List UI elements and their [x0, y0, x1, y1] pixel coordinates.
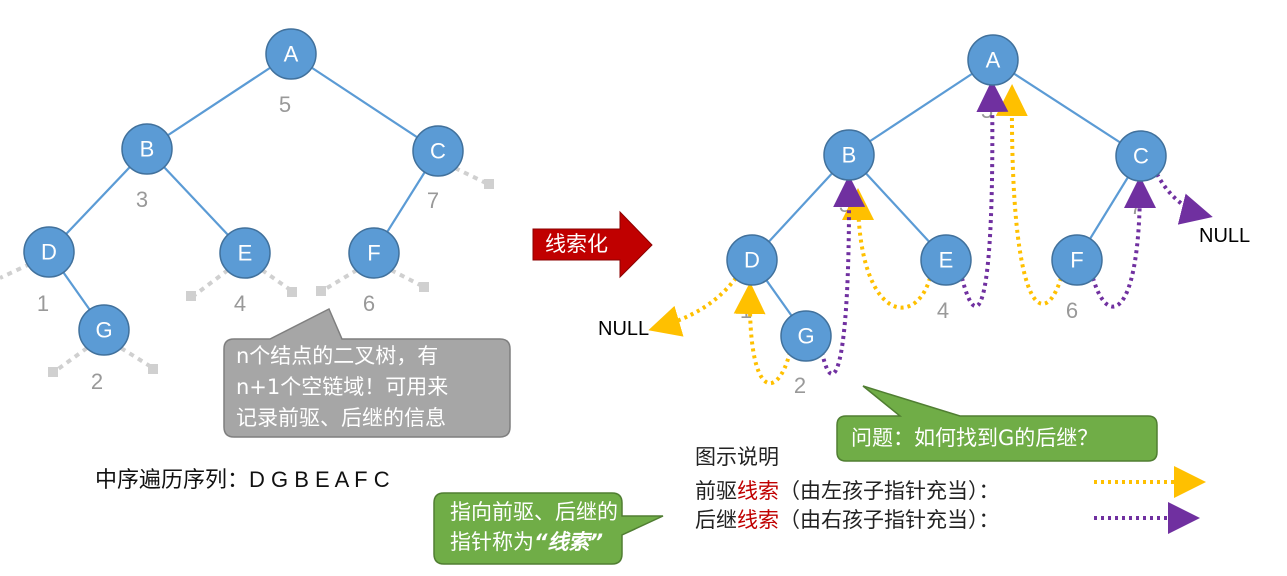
- order-f-left: 6: [363, 291, 375, 316]
- svg-text:A: A: [284, 42, 299, 67]
- inorder-sequence: 中序遍历序列：D G B E A F C: [95, 462, 390, 494]
- callout-right-text: 问题：如何找到G的后继？: [851, 426, 1099, 450]
- callout-bottom-line1: 指向前驱、后继的: [450, 500, 618, 524]
- thread-term: “线索”: [534, 530, 604, 554]
- callout-left-line1: n个结点的二叉树，有: [236, 344, 439, 368]
- svg-text:G: G: [95, 318, 112, 343]
- svg-text:G: G: [797, 324, 814, 349]
- order-b-left: 3: [136, 187, 148, 212]
- svg-text:F: F: [1070, 248, 1083, 273]
- inorder-label: 中序遍历序列：: [95, 468, 250, 493]
- predecessor-threads: [648, 84, 1063, 386]
- order-a-left: 5: [279, 92, 291, 117]
- svg-text:C: C: [430, 139, 446, 164]
- thread-transform-arrow: [532, 210, 653, 279]
- node-g-left: G: [78, 304, 130, 356]
- svg-text:B: B: [842, 143, 857, 168]
- node-e-right: E: [920, 234, 972, 286]
- order-d-left: 1: [37, 291, 49, 316]
- svg-text:C: C: [1133, 144, 1149, 169]
- null-label-left: NULL: [598, 318, 649, 340]
- successor-threads: [820, 80, 1213, 376]
- callout-bottom-line2: 指针称为“线索”: [450, 527, 620, 557]
- callout-left-shape: [223, 307, 511, 438]
- empty-link-stubs: [0, 166, 494, 377]
- order-c-right: 7: [1130, 194, 1142, 219]
- arrow-label: 线索化: [545, 232, 608, 256]
- callout-bottom-line2-prefix: 指针称为: [450, 530, 534, 554]
- legend-pred: 前驱线索（由左孩子指针充当）：: [695, 479, 1000, 503]
- svg-text:E: E: [939, 248, 954, 273]
- order-e-right: 4: [937, 298, 949, 323]
- order-e-left: 4: [234, 291, 246, 316]
- node-b-left: B: [121, 123, 173, 175]
- svg-text:D: D: [41, 240, 57, 265]
- order-g-right: 2: [794, 373, 806, 398]
- order-g-left: 2: [91, 369, 103, 394]
- callout-right-shape: [836, 385, 1158, 462]
- node-g-right: G: [780, 310, 832, 362]
- legend-succ: 后继线索（由右孩子指针充当）：: [695, 508, 1000, 532]
- node-e-left: E: [219, 227, 271, 279]
- node-f-right: F: [1051, 234, 1103, 286]
- callout-left-line2: n+1个空链域！可用来: [236, 375, 449, 399]
- svg-text:F: F: [367, 241, 380, 266]
- callout-left-line3: 记录前驱、后继的信息: [236, 406, 446, 430]
- callout-left-text: n个结点的二叉树，有 n+1个空链域！可用来 记录前驱、后继的信息: [236, 341, 508, 434]
- order-f-right: 6: [1066, 298, 1078, 323]
- node-c-right: C: [1115, 130, 1167, 182]
- node-d-right: D: [726, 234, 778, 286]
- node-a-right: A: [967, 34, 1019, 86]
- svg-text:D: D: [744, 248, 760, 273]
- callout-bottom-text: 指向前驱、后继的 指针称为“线索”: [450, 497, 620, 557]
- node-d-left: D: [23, 226, 75, 278]
- svg-text:A: A: [986, 48, 1001, 73]
- node-c-left: C: [412, 125, 464, 177]
- svg-text:E: E: [238, 241, 253, 266]
- svg-text:B: B: [140, 137, 155, 162]
- callout-bottom-shape: [433, 492, 664, 565]
- left-tree: A B C D E F G 5 3 7 1 4 6 2: [0, 28, 494, 394]
- null-label-right: NULL: [1199, 225, 1250, 247]
- order-c-left: 7: [427, 188, 439, 213]
- inorder-values: D G B E A F C: [249, 467, 390, 492]
- legend-title: 图示说明: [695, 445, 779, 469]
- node-a-left: A: [265, 28, 317, 80]
- right-tree: 5 3 7 1 4 6 2 A B C D E F G NULL NULL: [598, 34, 1250, 398]
- node-b-right: B: [823, 129, 875, 181]
- node-f-left: F: [348, 227, 400, 279]
